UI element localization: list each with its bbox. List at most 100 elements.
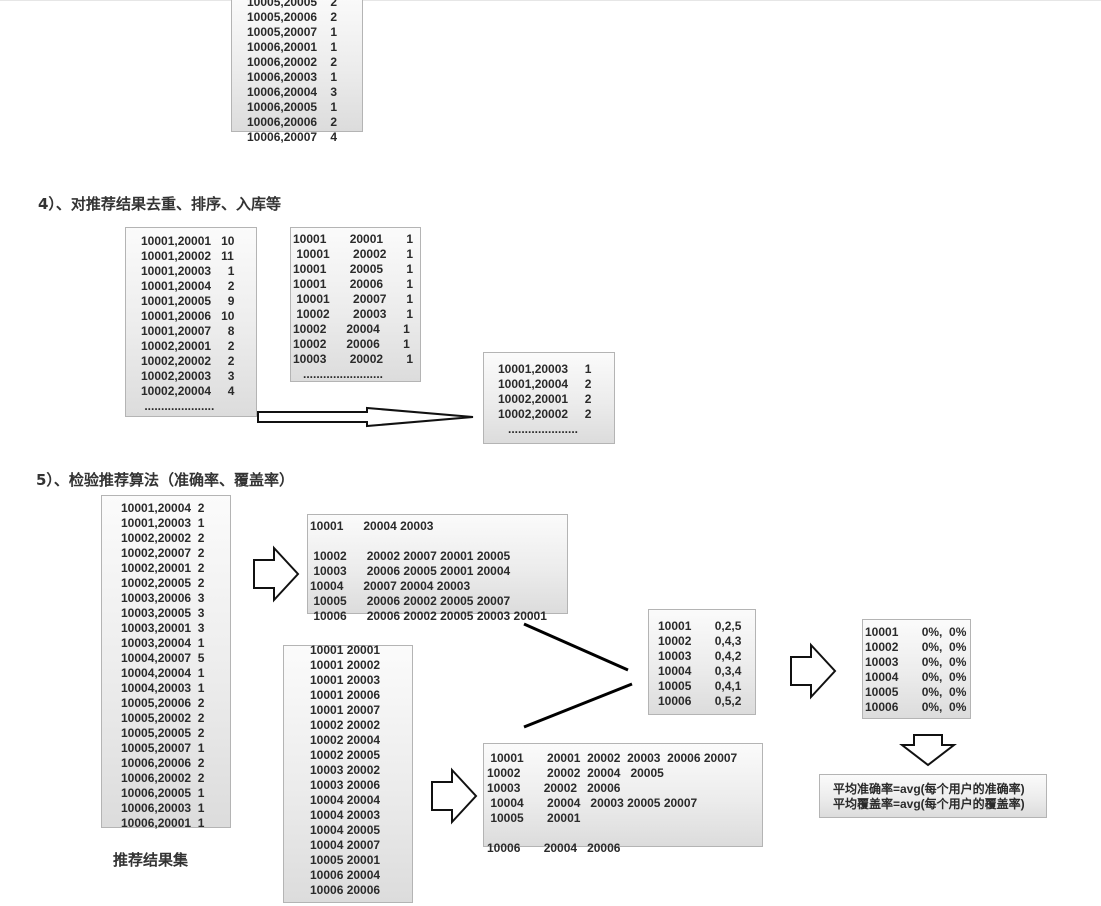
s4-right-box: [483, 352, 615, 444]
s5-arrow-down: [899, 734, 957, 767]
list-line: 10006,20002 2: [247, 55, 338, 69]
list-line: 10001 20005 1: [293, 262, 414, 276]
list-line: 10005,20007 1: [121, 741, 205, 755]
list-line: 10002 20006 1: [293, 337, 410, 351]
top-list-box: [231, 0, 363, 132]
list-line: 10002 0,4,3: [658, 634, 742, 648]
list-line: 10002,20005 2: [121, 576, 205, 590]
step5-heading: 5）、检验推荐算法（准确率、覆盖率）: [36, 471, 294, 489]
list-line: 10006,20004 3: [247, 85, 338, 99]
s5-formula-list: 平均准确率=avg(每个用户的准确率)平均覆盖率=avg(每个用户的覆盖率): [833, 782, 1025, 812]
list-line: 10001 20001 20002 20003 20006 20007: [487, 751, 738, 765]
list-line: 10006,20005 1: [247, 100, 338, 114]
list-line: 10004 20007: [310, 838, 381, 852]
s5-test-box: [283, 645, 413, 903]
list-line: 10006,20006 2: [247, 115, 338, 129]
list-line: 10001 20001: [310, 643, 381, 657]
list-line: 10003 20002 1: [293, 352, 414, 366]
list-line: 10006 20004 20006: [487, 841, 621, 855]
list-line: 10001 20006 1: [293, 277, 414, 291]
top-divider: [0, 0, 1101, 1]
list-line: 10001 20002: [310, 658, 381, 672]
list-line: 10001,20002 11: [141, 249, 234, 263]
list-line: 10002,20002 2: [141, 354, 235, 368]
list-line: 10005,20005 2: [247, 0, 338, 9]
s5-grouped-box: [307, 514, 568, 614]
list-line: 10004 0%, 0%: [865, 670, 967, 684]
list-line: 10005 0%, 0%: [865, 685, 967, 699]
list-line: 10001,20004 2: [498, 377, 592, 391]
list-line: 10006,20007 4: [247, 130, 338, 144]
list-line: 10003 20002: [310, 763, 381, 777]
list-line: 10006 20006 20002 20005 20003 20001: [310, 609, 547, 623]
s4-mid-box: [290, 227, 421, 382]
list-line: 10004 20004: [310, 793, 381, 807]
list-line: 10002 20004: [310, 733, 381, 747]
step4-heading: 4）、对推荐结果去重、排序、入库等: [38, 195, 281, 213]
list-line: 10004,20004 1: [121, 666, 205, 680]
list-line: 10001 20001 1: [293, 232, 414, 246]
list-line: 10002,20003 3: [141, 369, 235, 383]
list-line: 10001,20003 1: [121, 516, 205, 530]
s4-long-arrow: [257, 406, 474, 428]
list-line: 10001,20004 2: [121, 501, 205, 515]
list-line: 10006,20003 1: [247, 70, 338, 84]
list-line: 10001 20007: [310, 703, 381, 717]
list-line: 10002 0%, 0%: [865, 640, 967, 654]
list-line: 10002,20001 2: [498, 392, 592, 406]
list-line: 10004 20007 20004 20003: [310, 579, 471, 593]
list-line: .....................: [141, 399, 215, 413]
list-line: 10001 20004 20003: [310, 519, 434, 533]
list-line: 10002 20002 20007 20001 20005: [310, 549, 511, 563]
list-line: 10003 20006: [310, 778, 381, 792]
list-line: [310, 534, 547, 549]
list-line: .....................: [498, 422, 579, 436]
list-line: 10006,20001 1: [121, 816, 205, 830]
list-line: 10003 20002 20006: [487, 781, 621, 795]
list-line: 10001 20002 1: [293, 247, 414, 261]
list-line: 平均准确率=avg(每个用户的准确率): [833, 782, 1025, 796]
list-line: 平均覆盖率=avg(每个用户的覆盖率): [833, 797, 1025, 811]
s5-test-grouped-box: [483, 743, 763, 847]
s4-left-box: [125, 227, 257, 417]
list-line: 10005,20006 2: [121, 696, 205, 710]
list-line: 10006 20006: [310, 883, 381, 897]
list-line: 10005,20005 2: [121, 726, 205, 740]
list-line: 10002 20003 1: [293, 307, 414, 321]
list-line: 10006,20003 1: [121, 801, 205, 815]
list-line: 10006,20001 1: [247, 40, 338, 54]
s5-recommend-caption: 推荐结果集: [113, 851, 189, 869]
list-line: 10005,20007 1: [247, 25, 338, 39]
list-line: 10003,20005 3: [121, 606, 205, 620]
list-line: 10002 20005: [310, 748, 381, 762]
s5-formula-box: [819, 774, 1047, 818]
list-line: 10004 20004 20003 20005 20007: [487, 796, 698, 810]
list-line: 10001,20003 1: [498, 362, 592, 376]
s5-arrow-right-2: [431, 767, 478, 825]
list-line: 10001 20003: [310, 673, 381, 687]
list-line: 10003,20004 1: [121, 636, 205, 650]
s5-arrow-right-1: [253, 545, 300, 603]
list-line: 10004 20003: [310, 808, 381, 822]
list-line: 10006,20002 2: [121, 771, 205, 785]
s5-merge-lines: [523, 622, 633, 729]
list-line: 10001,20005 9: [141, 294, 235, 308]
list-line: 10001 0%, 0%: [865, 625, 967, 639]
list-line: 10004,20007 5: [121, 651, 205, 665]
s5-arrow-right-3: [790, 642, 837, 700]
list-line: 10006 0%, 0%: [865, 700, 967, 714]
s5-grouped-list: 10001 20004 20003 10002 20002 20007 2000…: [310, 519, 547, 624]
list-line: 10006,20006 2: [121, 756, 205, 770]
s5-counts-box: [648, 609, 756, 715]
list-line: 10005,20006 2: [247, 10, 338, 24]
list-line: 10003 20006 20005 20001 20004: [310, 564, 511, 578]
list-line: 10006 0,5,2: [658, 694, 742, 708]
list-line: 10004 0,3,4: [658, 664, 742, 678]
list-line: 10005 0,4,1: [658, 679, 742, 693]
list-line: 10001,20001 10: [141, 234, 235, 248]
list-line: 10003 0,4,2: [658, 649, 742, 663]
